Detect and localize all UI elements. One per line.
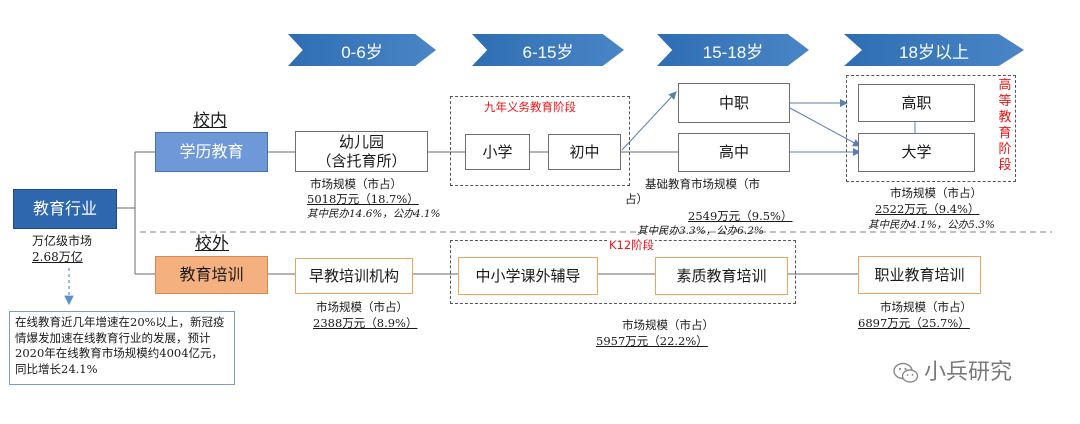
- industry-market-value: 2.68万亿: [32, 250, 83, 264]
- kg-market-title: 市场规模（市占）: [310, 177, 402, 191]
- kg-market-value: 5018万元（18.7%）: [307, 192, 419, 206]
- quality-education-box: 素质教育培训: [655, 257, 788, 295]
- compulsory-education-label: 九年义务教育阶段: [484, 100, 576, 114]
- stage-chevron-6-15: 6-15岁: [472, 34, 624, 66]
- online-education-note: 在线教育近几年增速在20%以上，新冠疫情爆发加速在线教育行业的发展，预计2020…: [9, 311, 235, 385]
- primary-school-box: 小学: [465, 134, 530, 170]
- education-training-box: 教育培训: [155, 256, 268, 294]
- kindergarten-sublabel: （含托育所）: [316, 151, 407, 170]
- stage-chevron-18-plus: 18岁以上: [844, 34, 1024, 66]
- industry-box: 教育行业: [13, 189, 117, 229]
- senior-high-box: 高中: [678, 133, 790, 172]
- stage-chevron-15-18: 15-18岁: [657, 34, 809, 66]
- k12-market-title: 市场规模（市占）: [622, 318, 714, 332]
- k12-label: K12阶段: [608, 238, 656, 253]
- voc-market-title: 市场规模（市占）: [880, 300, 972, 314]
- vocational-high-box: 中职: [678, 83, 790, 123]
- early-market-title: 市场规模（市占）: [316, 300, 408, 314]
- watermark-text: 小兵研究: [924, 360, 1013, 385]
- higher-vocational-box: 高职: [858, 84, 975, 122]
- kindergarten-box: 幼儿园 （含托育所）: [295, 131, 428, 172]
- higher-market-split: 其中民办4.1%，公办5.3%: [868, 219, 995, 231]
- basic-market-value: 2549万元（9.5%）: [688, 209, 793, 223]
- higher-education-group: [846, 75, 1016, 182]
- compulsory-education-group: [450, 96, 630, 186]
- k12-market-value: 5957万元（22.2%）: [596, 334, 708, 348]
- higher-market-value: 2522万元（9.4%）: [875, 202, 980, 216]
- early-education-box: 早教培训机构: [295, 258, 413, 294]
- higher-market-title: 市场规模（市占）: [890, 186, 982, 200]
- kg-market-split: 其中民办14.6%，公办4.1%: [307, 208, 441, 220]
- basic-market-split: 其中民办3.3%，公办6.2%: [637, 225, 764, 237]
- industry-market-label: 万亿级市场: [32, 234, 93, 248]
- university-box: 大学: [858, 133, 975, 172]
- basic-market-title-cont: 占）: [625, 192, 648, 206]
- early-market-value: 2388万元（8.9%）: [313, 316, 418, 330]
- school-out-tag: 校外: [195, 234, 229, 254]
- wechat-icon: [893, 362, 919, 384]
- stage-chevron-0-6: 0-6岁: [288, 34, 436, 66]
- vocational-training-box: 职业教育培训: [858, 256, 981, 294]
- school-in-tag: 校内: [193, 111, 227, 131]
- academic-education-box: 学历教育: [155, 132, 268, 172]
- voc-market-value: 6897万元（25.7%）: [858, 316, 970, 330]
- kindergarten-label: 幼儿园: [338, 132, 384, 151]
- higher-education-label: 高等教育阶段: [998, 78, 1012, 173]
- junior-high-box: 初中: [548, 134, 621, 170]
- basic-market-title: 基础教育市场规模（市: [645, 177, 760, 191]
- k12-tutoring-box: 中小学课外辅导: [458, 257, 598, 295]
